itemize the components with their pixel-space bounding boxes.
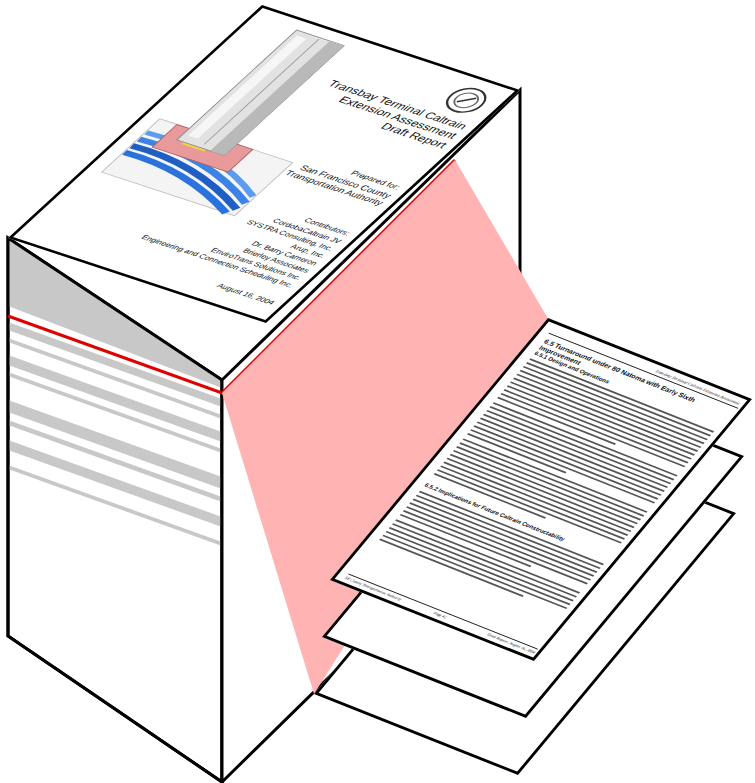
text-line-stroke (504, 390, 688, 463)
stack-left-outline (8, 238, 222, 782)
text-line-stroke (403, 511, 587, 584)
text-line-stroke (380, 539, 523, 596)
stack-left-face (8, 238, 222, 782)
page-text: 6.5.2 Implications for Future Caltrain C… (423, 482, 611, 560)
cover-text: CordobaCaltrain JV (185, 189, 343, 245)
text-line-stroke (386, 532, 570, 605)
cover-text: Transbay Terminal Caltrain Extension Ass… (297, 76, 469, 150)
text-line-stroke (480, 418, 664, 491)
text-line-stroke (501, 394, 685, 467)
text-line-stroke (383, 535, 567, 608)
text-line-stroke (389, 528, 573, 601)
text-line-stroke (474, 426, 658, 499)
text-line-stroke (413, 499, 597, 572)
text-line-stroke (477, 422, 661, 495)
text-line-stroke (437, 470, 621, 543)
text-line-stroke (444, 462, 628, 535)
text-line-stroke (447, 458, 631, 531)
text-line-stroke (471, 430, 655, 503)
